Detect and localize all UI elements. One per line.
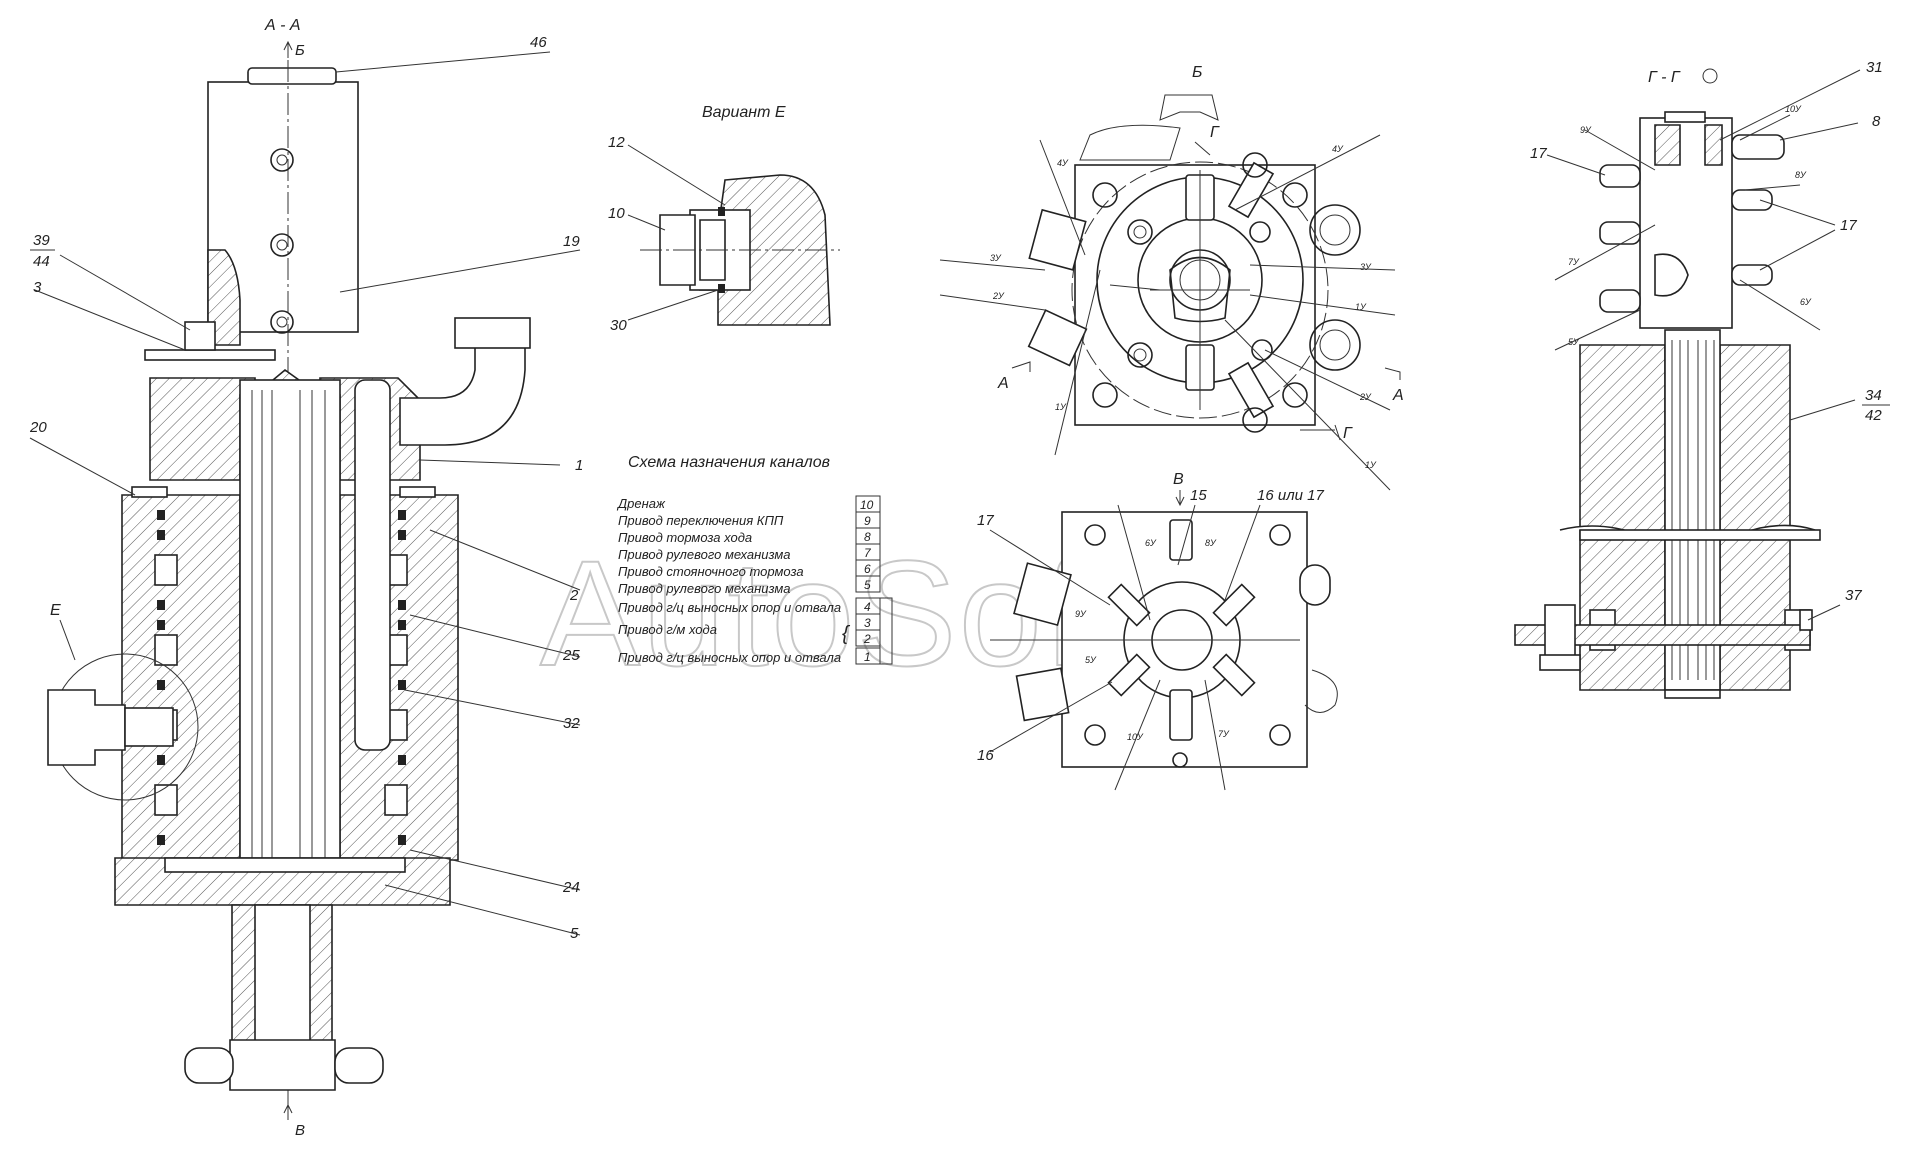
view-b-port-2u-left: 2У <box>992 291 1005 301</box>
callout-12: 12 <box>608 134 625 151</box>
gg-shaft-tubes <box>1671 340 1715 680</box>
gg-port-9u: 9У <box>1580 125 1592 135</box>
callout-10: 10 <box>608 205 625 222</box>
view-b-port-4u-left: 4У <box>1057 158 1069 168</box>
callout-1: 1 <box>575 457 583 474</box>
callout-46: 46 <box>530 34 547 51</box>
callout-42: 42 <box>1865 407 1882 424</box>
channel-num-1: 1 <box>864 650 871 664</box>
seal-marks <box>157 510 406 845</box>
channel-scheme-title: Схема назначения каналов <box>628 454 830 471</box>
section-gg-drawing <box>1514 111 1821 699</box>
section-gg-leaders <box>1546 69 1861 621</box>
callout-17-gg-left: 17 <box>1530 145 1547 162</box>
view-v-port-6u: 6У <box>1145 538 1157 548</box>
callout-25: 25 <box>562 647 580 664</box>
callout-30: 30 <box>610 317 627 334</box>
variant-e-title: Вариант Е <box>702 104 786 121</box>
section-v-bottom-label: В <box>295 1122 305 1139</box>
channel-num-5: 5 <box>864 578 871 592</box>
callout-16-or-17: 16 или 17 <box>1257 487 1325 504</box>
view-b-port-4u-right: 4У <box>1332 144 1344 154</box>
callout-15: 15 <box>1190 487 1207 504</box>
variant-e-detail <box>640 174 840 326</box>
section-gg-label: Г - Г <box>1648 69 1681 86</box>
section-a-right-label: А <box>1392 387 1404 404</box>
section-a-left-label: А <box>997 375 1009 392</box>
section-aa-label: А - А <box>264 17 301 34</box>
bolt-marks-top <box>270 148 294 334</box>
callout-5: 5 <box>570 925 579 942</box>
view-v-drawing <box>990 511 1338 768</box>
view-b-leaders <box>939 134 1396 491</box>
view-v-port-7u: 7У <box>1218 729 1230 739</box>
channel-label-10: Дренаж <box>616 496 666 511</box>
channel-label-3: Привод г/м хода <box>618 622 717 637</box>
channel-num-9: 9 <box>864 514 871 528</box>
section-g-top-label: Г <box>1210 124 1220 141</box>
callout-31: 31 <box>1866 59 1883 76</box>
callout-37: 37 <box>1845 587 1862 604</box>
channel-label-7: Привод рулевого механизма <box>618 547 791 562</box>
variant-e-marker-label: Е <box>50 602 61 619</box>
callout-17-view-v: 17 <box>977 512 994 529</box>
section-b-top-label: Б <box>295 42 305 59</box>
channel-num-2: 2 <box>863 632 871 646</box>
channel-num-8: 8 <box>864 530 871 544</box>
channel-num-3: 3 <box>864 616 871 630</box>
view-b-port-2u-right: 2У <box>1359 392 1372 402</box>
view-b-port-1u-right: 1У <box>1355 302 1367 312</box>
callout-16-view-v: 16 <box>977 747 994 764</box>
callout-20: 20 <box>29 419 47 436</box>
callout-44: 44 <box>33 253 50 270</box>
gg-port-7u: 7У <box>1568 257 1580 267</box>
view-b-port-3u-right: 3У <box>1360 262 1372 272</box>
gg-port-5u: 5У <box>1568 337 1580 347</box>
channel-label-8: Привод тормоза хода <box>618 530 752 545</box>
view-b-port-3u-left: 3У <box>990 253 1002 263</box>
gg-port-6u: 6У <box>1800 297 1812 307</box>
section-g-right-label: Г <box>1343 425 1353 442</box>
channel-label-5: Привод рулевого механизма <box>618 581 791 596</box>
callout-19: 19 <box>563 233 580 250</box>
channel-label-6: Привод стояночного тормоза <box>618 564 804 579</box>
view-b-port-1u-left: 1У <box>1055 402 1067 412</box>
view-v-port-9u: 9У <box>1075 609 1087 619</box>
callout-8: 8 <box>1872 113 1881 130</box>
view-b-label: Б <box>1192 64 1202 81</box>
channel-num-4: 4 <box>864 600 871 614</box>
channel-label-9: Привод переключения КПП <box>618 513 784 528</box>
view-v-port-8u: 8У <box>1205 538 1217 548</box>
callout-34: 34 <box>1865 387 1882 404</box>
channel-num-7: 7 <box>864 546 872 560</box>
channel-number-cells <box>855 495 893 665</box>
svg-text:{: { <box>842 623 851 645</box>
callout-24: 24 <box>562 879 580 896</box>
callout-39: 39 <box>33 232 50 249</box>
channel-scheme-table: Дренаж Привод переключения КПП Привод то… <box>616 495 893 665</box>
view-v-port-5u: 5У <box>1085 655 1097 665</box>
callout-32: 32 <box>563 715 580 732</box>
gg-port-8u: 8У <box>1795 170 1807 180</box>
channel-label-4: Привод г/ц выносных опор и отвала <box>618 600 841 615</box>
channel-num-10: 10 <box>860 498 874 512</box>
callout-17-gg-right: 17 <box>1840 217 1857 234</box>
channel-label-1: Привод г/ц выносных опор и отвала <box>618 650 841 665</box>
callout-2: 2 <box>569 587 579 604</box>
view-v-leaders <box>989 504 1261 791</box>
view-v-port-10u: 10У <box>1127 732 1144 742</box>
callout-3: 3 <box>33 279 42 296</box>
view-b-drawing <box>1027 124 1361 433</box>
view-b-port-1u-bottom: 1У <box>1365 460 1377 470</box>
view-v-label: В <box>1173 471 1184 488</box>
channel-grooves <box>154 554 408 816</box>
section-aa-view <box>47 60 531 1120</box>
gg-port-10u: 10У <box>1785 104 1802 114</box>
callout-leaders-main <box>29 51 581 936</box>
channel-num-6: 6 <box>864 562 871 576</box>
